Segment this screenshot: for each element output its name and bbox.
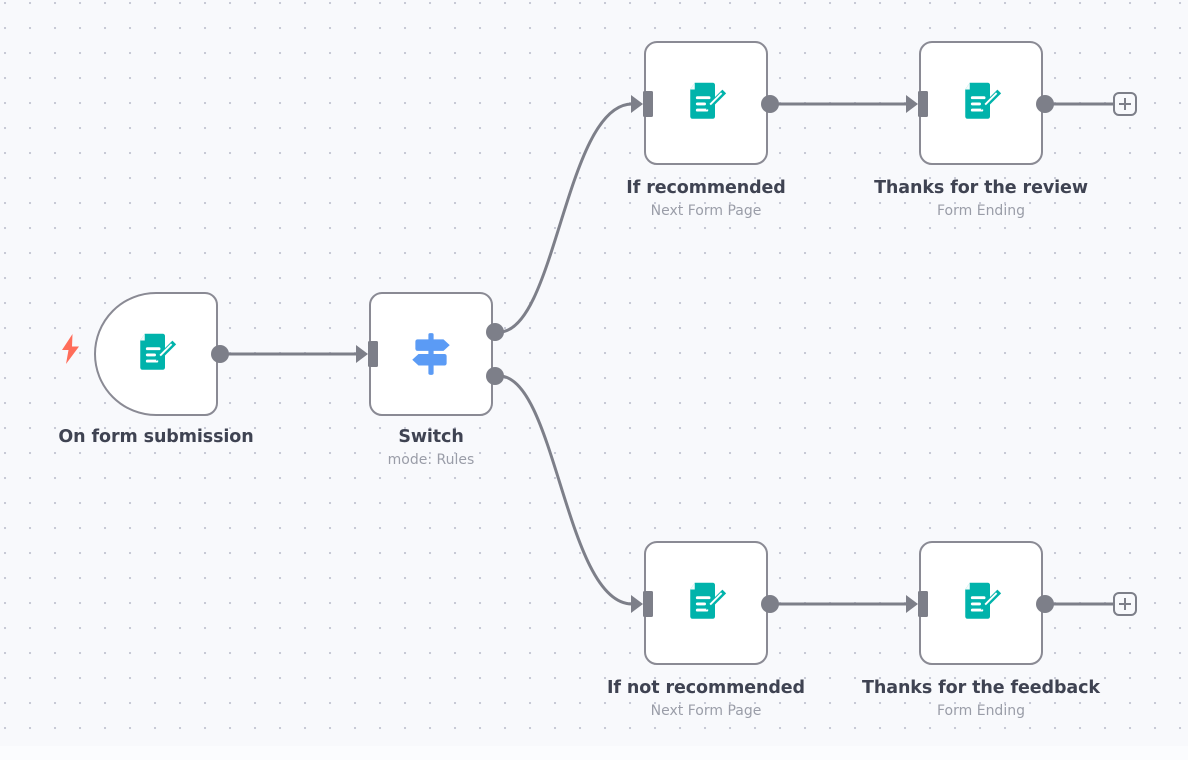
- node-label-thanks-for-the-feedback: Thanks for the feedback Form Ending: [831, 677, 1131, 721]
- form-icon: [690, 82, 727, 119]
- node-title: On form submission: [58, 427, 254, 447]
- node-title: If recommended: [626, 178, 786, 198]
- node-body-if-recommended[interactable]: [644, 41, 768, 165]
- input-port-if-not-recommended[interactable]: [631, 591, 653, 617]
- node-title: Thanks for the review: [874, 178, 1088, 198]
- output-port-thanks-for-the-feedback[interactable]: [1036, 595, 1054, 613]
- form-icon: [965, 582, 1002, 619]
- node-body-thanks-for-the-feedback[interactable]: [919, 541, 1043, 665]
- node-body-thanks-for-the-review[interactable]: [919, 41, 1043, 165]
- input-port-if-recommended[interactable]: [631, 91, 653, 117]
- node-subtitle: Next Form Page: [650, 703, 762, 719]
- output-port-on-form-submission[interactable]: [211, 345, 229, 363]
- connector-switch-to-if-recommended[interactable]: [499, 102, 633, 334]
- node-title: If not recommended: [607, 678, 805, 698]
- node-title: Thanks for the feedback: [862, 678, 1100, 698]
- node-subtitle: Form Ending: [937, 703, 1025, 719]
- form-icon: [965, 82, 1002, 119]
- node-body-on-form-submission[interactable]: [94, 292, 218, 416]
- input-port-thanks-for-the-feedback[interactable]: [906, 591, 928, 617]
- output-port-if-not-recommended[interactable]: [761, 595, 779, 613]
- plus-icon: [1119, 598, 1131, 610]
- node-label-if-not-recommended: If not recommended Next Form Page: [556, 677, 856, 721]
- input-port-switch[interactable]: [356, 341, 378, 367]
- node-subtitle: mode: Rules: [387, 452, 475, 468]
- switch-icon: [412, 333, 450, 375]
- input-port-thanks-for-the-review[interactable]: [906, 91, 928, 117]
- add-node-button-top[interactable]: [1113, 92, 1137, 116]
- trigger-bolt-icon: [60, 334, 82, 368]
- plus-icon: [1119, 98, 1131, 110]
- connector-switch-to-if-not-recommended[interactable]: [499, 374, 633, 606]
- node-title: Switch: [398, 427, 464, 447]
- form-icon: [690, 582, 727, 619]
- node-label-thanks-for-the-review: Thanks for the review Form Ending: [831, 177, 1131, 221]
- output-port-switch-1[interactable]: [486, 367, 504, 385]
- node-label-switch: Switch mode: Rules: [281, 426, 581, 470]
- node-label-if-recommended: If recommended Next Form Page: [556, 177, 856, 221]
- output-port-if-recommended[interactable]: [761, 95, 779, 113]
- node-subtitle: Form Ending: [937, 203, 1025, 219]
- node-subtitle: Next Form Page: [650, 203, 762, 219]
- node-body-if-not-recommended[interactable]: [644, 541, 768, 665]
- form-icon: [140, 333, 177, 370]
- node-body-switch[interactable]: [369, 292, 493, 416]
- node-label-on-form-submission: On form submission: [6, 426, 306, 450]
- output-port-switch-0[interactable]: [486, 323, 504, 341]
- add-node-button-bottom[interactable]: [1113, 592, 1137, 616]
- output-port-thanks-for-the-review[interactable]: [1036, 95, 1054, 113]
